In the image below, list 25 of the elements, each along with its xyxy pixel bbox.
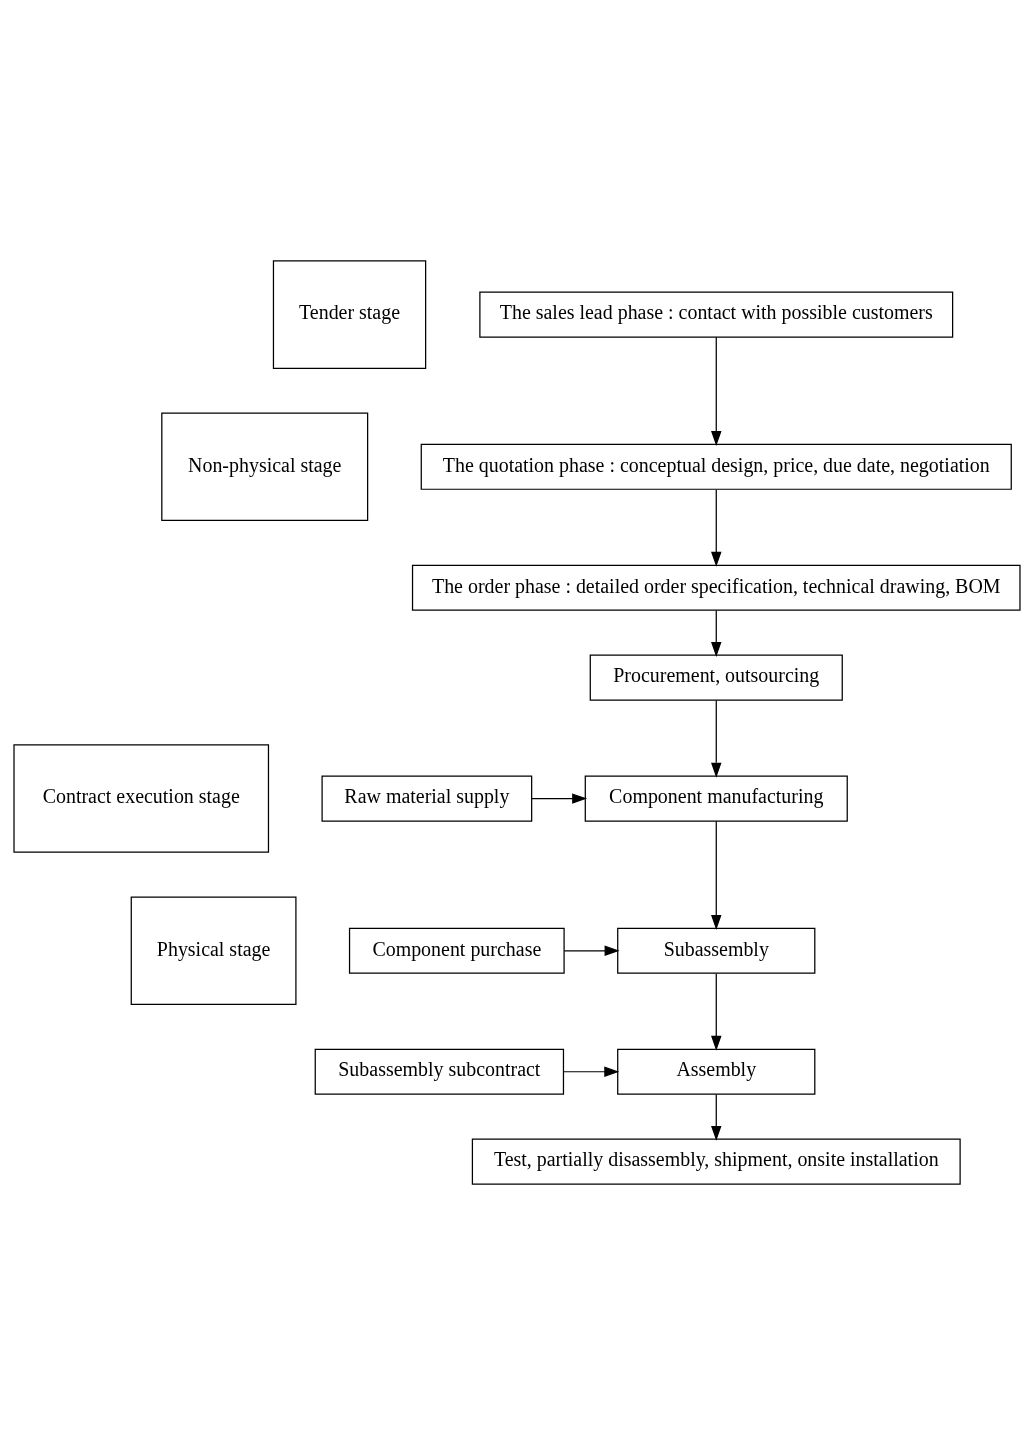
- node-box: The order phase : detailed order specification, technical drawing, BOM: [411, 564, 1021, 611]
- node-box: The quotation phase : conceptual design, price, due date, negotiation: [420, 443, 1012, 490]
- arrow: [530, 792, 587, 804]
- arrow: [710, 336, 721, 446]
- arrow: [562, 1066, 619, 1077]
- node-box: Procurement, outsourcing: [589, 654, 843, 701]
- node-box: The sales lead phase : contact with possible customers: [478, 291, 953, 338]
- arrow: [563, 945, 620, 956]
- arrow: [710, 1093, 721, 1141]
- arrow: [710, 699, 721, 778]
- node-box: Subassembly subcontract: [314, 1048, 564, 1095]
- node-box: Tender stage: [272, 259, 426, 369]
- node-box: Test, partially disassembly, shipment, onsite installation: [471, 1138, 961, 1185]
- node-box: Non-physical stage: [160, 412, 368, 521]
- node-box: Subassembly: [616, 927, 815, 974]
- node-box: Contract execution stage: [12, 743, 269, 853]
- node-box: Assembly: [616, 1048, 815, 1095]
- node-box: Component purchase: [348, 927, 565, 974]
- node-box: Component manufacturing: [584, 775, 848, 822]
- arrow: [710, 488, 721, 567]
- node-box: Physical stage: [130, 896, 297, 1005]
- node-box: Raw material supply: [321, 775, 532, 822]
- arrow: [710, 972, 721, 1051]
- arrow: [710, 609, 721, 657]
- arrow: [710, 820, 721, 930]
